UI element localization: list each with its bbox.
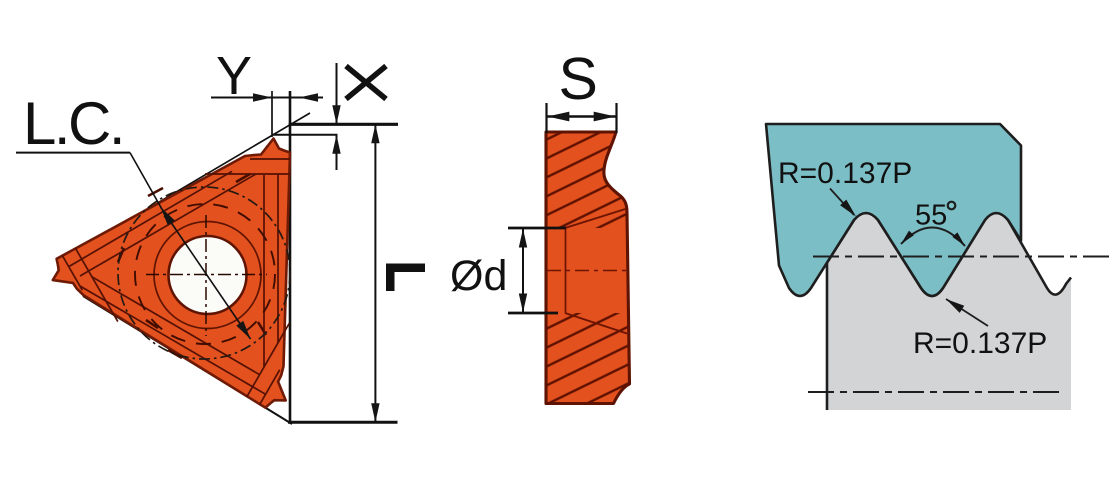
svg-text:R=0.137P: R=0.137P xyxy=(778,157,912,190)
svg-text:R=0.137P: R=0.137P xyxy=(913,327,1047,360)
svg-text:L.C.: L.C. xyxy=(23,90,123,157)
svg-text:Y: Y xyxy=(216,46,252,106)
svg-text:55: 55 xyxy=(915,200,947,232)
svg-text:S: S xyxy=(559,46,598,112)
svg-text:Ød: Ød xyxy=(450,252,507,300)
